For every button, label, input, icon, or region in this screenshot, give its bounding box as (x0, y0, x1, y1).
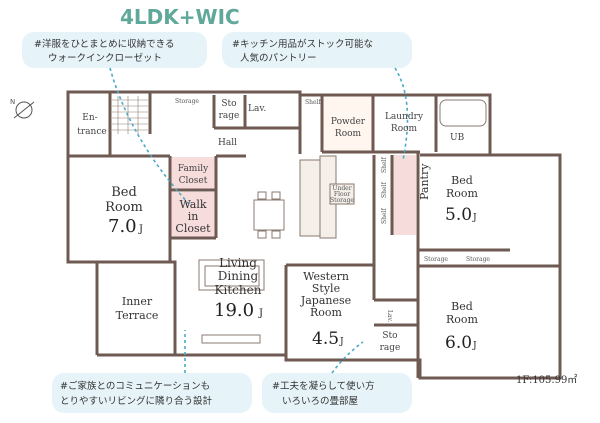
room-name: Floor (334, 191, 350, 198)
powder-room-fill (323, 96, 373, 152)
room-name: Bed (451, 300, 473, 313)
callout-line: 人気のパントリー (240, 52, 316, 64)
room-name: Room (335, 129, 362, 139)
storage-label: Storage (466, 256, 490, 263)
hall-label: Hall (218, 138, 237, 148)
room-bed-right-bottom: Bed Room 6.0 J (445, 300, 479, 353)
callout-living: #ご家族とのコミュニケーションも とりやすいリビングに隣り合う設計 (52, 373, 252, 413)
room-name: Room (446, 313, 479, 326)
svg-text:N: N (10, 98, 15, 106)
room-name: Laundry (385, 112, 424, 122)
room-name: Sto (382, 331, 397, 341)
callout-line: #ご家族とのコミュニケーションも (60, 380, 210, 392)
room-western-japanese: Western Style Japanese Room 4.5 J (300, 270, 351, 349)
room-name: rage (219, 111, 240, 121)
storage-label: Storage (175, 98, 199, 105)
room-walk-in-closet: Walk in Closet (175, 198, 211, 235)
room-bed-right-top: Bed Room 5.0 J (445, 174, 479, 225)
room-name: Room (310, 306, 343, 319)
shelf-column: Shelf Shelf Shelf (381, 157, 388, 224)
room-unit: J (472, 213, 477, 223)
walk-in-closet-fill (170, 192, 216, 238)
storage-split-bottom: Sto rage (380, 331, 401, 353)
pantry-label: Pantry (418, 163, 431, 200)
kitchen-counter (299, 155, 355, 239)
shelf-label: Shelf (381, 208, 388, 224)
room-unit: J (339, 337, 344, 347)
room-name: in (188, 210, 199, 223)
room-size: 7.0 (108, 216, 137, 237)
room-unit: J (138, 224, 143, 235)
room-bed-left: Bed Room 7.0 J (105, 185, 143, 237)
room-name: Kitchen (215, 283, 262, 297)
room-name: Sto (221, 99, 236, 109)
room-name: Terrace (116, 309, 159, 322)
room-name: Family (178, 164, 209, 174)
room-name: Western (303, 270, 349, 283)
callout-line: #工夫を凝らして使い方 (272, 380, 375, 392)
room-name: Under (332, 185, 351, 192)
room-name: Dining (218, 269, 259, 283)
room-name: Japanese (300, 294, 351, 307)
tv-board (201, 334, 261, 344)
room-name: Closet (175, 222, 211, 235)
dining-table (253, 191, 285, 239)
pantry-fill (392, 155, 416, 235)
room-name: Walk (179, 198, 206, 211)
room-name: Powder (331, 117, 366, 127)
callout-line: いろいろの畳部屋 (282, 395, 358, 407)
shelf-label: Shelf (381, 182, 388, 198)
ub-label: UB (450, 133, 465, 143)
room-inner-terrace: Inner Terrace (116, 295, 159, 322)
room-ldk: Living Dining Kitchen 19.0 J (214, 256, 263, 321)
callout-arrows (109, 67, 409, 374)
room-name: Bed (451, 174, 473, 187)
room-name: Storage (330, 197, 354, 204)
storage-split-top: Sto rage (219, 99, 240, 121)
sofa (198, 259, 265, 291)
callout-walk-in-closet: #洋服をひとまとめに収納できる ウォークインクローゼット (22, 32, 207, 68)
room-laundry-room: Laundry Room (385, 112, 424, 134)
room-name: Closet (179, 176, 208, 186)
room-name: Room (105, 200, 143, 215)
walls (66, 90, 562, 380)
room-entrance: En- trance (77, 113, 106, 137)
room-size: 4.5 (312, 329, 339, 349)
room-powder-room: Powder Room (331, 117, 366, 139)
total-floor-area: 1F:105.99㎡ (516, 374, 577, 386)
storage-label: Storage (424, 256, 448, 263)
room-name: Living (219, 256, 257, 270)
callout-pantry: #キッチン用品がストック可能な 人気のパントリー (222, 32, 412, 68)
shelf-label: Shelf (305, 99, 321, 106)
shelf-label: Shelf (381, 157, 388, 173)
compass-north-icon: N (10, 98, 35, 119)
callout-tatami: #工夫を凝らして使い方 いろいろの畳部屋 (262, 373, 412, 413)
room-size: 19.0 (214, 300, 254, 321)
room-unit: J (472, 341, 477, 351)
lav-label: Lav. (248, 104, 266, 114)
room-name: En- (82, 113, 97, 123)
lav-label: Lav. (386, 310, 393, 322)
room-name: Inner (122, 295, 153, 308)
room-name: Style (312, 282, 340, 295)
under-floor-storage: Under Floor Storage (330, 185, 354, 204)
room-size: 5.0 (445, 205, 472, 225)
callout-line: #キッチン用品がストック可能な (232, 38, 373, 50)
room-name: rage (380, 343, 401, 353)
room-name: Bed (111, 185, 137, 200)
room-family-closet: Family Closet (178, 164, 209, 186)
room-unit: J (258, 308, 263, 319)
entrance-stairs (112, 96, 148, 134)
room-size: 6.0 (445, 333, 472, 353)
family-closet-fill (170, 157, 216, 190)
callout-line: #洋服をひとまとめに収納できる (34, 38, 175, 50)
bathtub (439, 99, 487, 127)
room-name: trance (77, 127, 106, 137)
callout-line: とりやすいリビングに隣り合う設計 (60, 395, 213, 407)
room-name: Room (391, 124, 418, 134)
plan-title: 4LDK+WIC (120, 5, 240, 29)
room-name: Room (446, 187, 479, 200)
callout-line: ウォークインクローゼット (48, 52, 162, 64)
